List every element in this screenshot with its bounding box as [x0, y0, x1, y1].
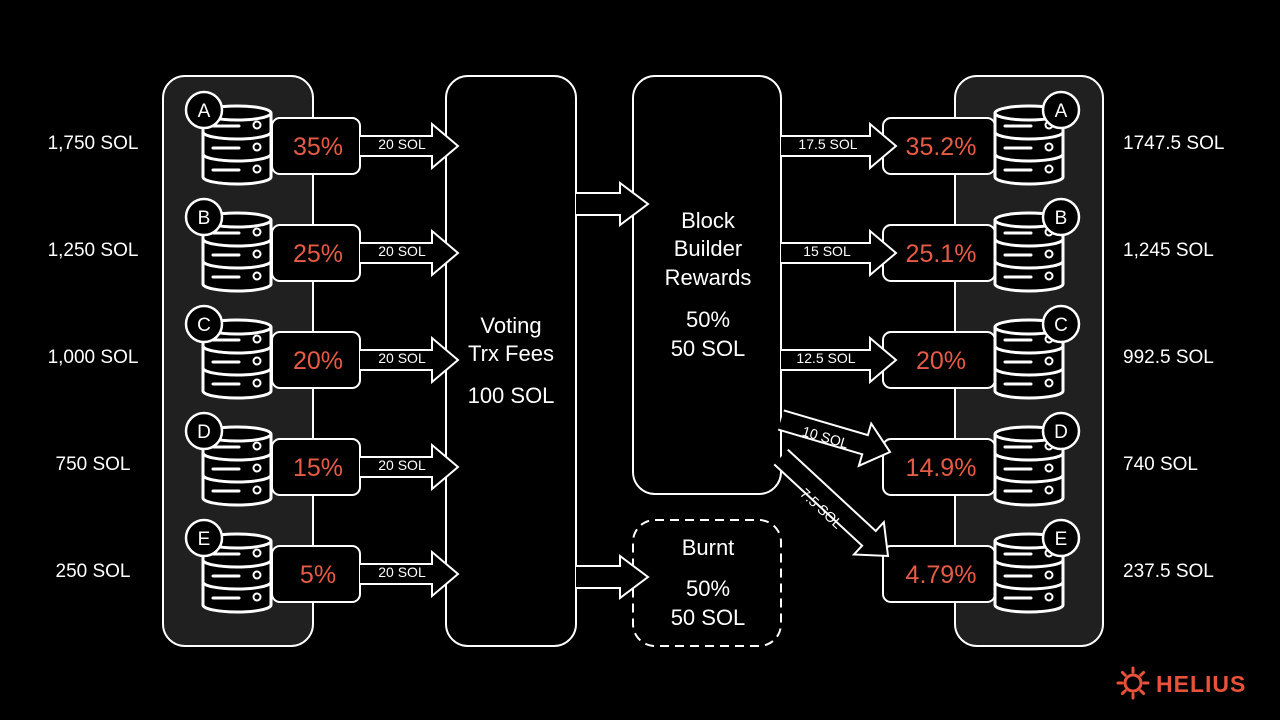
builder-label-line1: Block: [681, 208, 736, 233]
left-fee-arrow-c: [360, 335, 460, 385]
right-percent-b: 25.1%: [906, 240, 977, 268]
builder-share: 50%: [686, 307, 730, 332]
voting-label-line1: Voting: [480, 313, 541, 338]
burnt-amount: 50 SOL: [671, 605, 746, 630]
right-badge-a-letter: A: [1055, 101, 1068, 122]
right-badge-d-letter: D: [1054, 422, 1068, 443]
burnt-box: [632, 519, 782, 647]
left-fee-label-c: 20 SOL: [378, 350, 426, 366]
left-fee-label-d: 20 SOL: [378, 457, 426, 473]
left-badge-d-letter: D: [197, 422, 211, 443]
burnt-share: 50%: [686, 576, 730, 601]
helius-logo-mark-icon: [1116, 666, 1150, 700]
left-stake-b: 1,250 SOL: [48, 240, 139, 261]
right-badge-c-letter: C: [1054, 315, 1068, 336]
right-reward-arrow-d: [777, 409, 892, 468]
left-badge-e: E: [184, 518, 224, 558]
split-arrow-to-burnt: [576, 554, 650, 600]
right-stake-b: 1,245 SOL: [1123, 240, 1214, 261]
left-badge-e-letter: E: [198, 529, 211, 550]
left-badge-a-letter: A: [198, 101, 211, 122]
left-fee-label-e: 20 SOL: [378, 564, 426, 580]
left-badge-c-letter: C: [197, 315, 211, 336]
voting-amount: 100 SOL: [468, 383, 555, 408]
left-fee-arrow-a: [360, 121, 460, 171]
helius-logo: HELIUS: [1116, 666, 1246, 700]
left-server-icon-d: [201, 425, 273, 507]
left-badge-b: B: [184, 197, 224, 237]
left-percent-e: 5%: [300, 561, 336, 589]
right-stake-d: 740 SOL: [1123, 454, 1198, 475]
right-reward-label-c: 12.5 SOL: [796, 350, 855, 366]
builder-label-line2: Builder: [674, 236, 742, 261]
right-stake-e: 237.5 SOL: [1123, 561, 1214, 582]
left-stake-e: 250 SOL: [56, 561, 131, 582]
right-reward-arrow-a: [781, 121, 898, 171]
right-badge-c: C: [1041, 304, 1081, 344]
right-stake-a: 1747.5 SOL: [1123, 133, 1224, 154]
left-badge-c: C: [184, 304, 224, 344]
right-badge-e-letter: E: [1055, 529, 1068, 550]
right-reward-arrow-e: [773, 448, 890, 558]
right-badge-e: E: [1041, 518, 1081, 558]
right-reward-arrow-c: [781, 335, 898, 385]
right-stake-c: 992.5 SOL: [1123, 347, 1214, 368]
right-reward-arrow-b: [781, 228, 898, 278]
right-percent-e: 4.79%: [906, 561, 977, 589]
left-badge-d: D: [184, 411, 224, 451]
left-badge-b-letter: B: [198, 208, 211, 229]
right-percent-a: 35.2%: [906, 133, 977, 161]
left-badge-a: A: [184, 90, 224, 130]
left-percent-c: 20%: [293, 347, 343, 375]
burnt-label: Burnt: [682, 535, 735, 560]
left-fee-arrow-d: [360, 442, 460, 492]
right-badge-b-letter: B: [1055, 208, 1068, 229]
left-stake-c: 1,000 SOL: [48, 347, 139, 368]
right-percent-d: 14.9%: [906, 454, 977, 482]
left-server-icon-a: [201, 104, 273, 186]
voting-label-line2: Trx Fees: [468, 341, 554, 366]
right-percent-c: 20%: [916, 347, 966, 375]
left-fee-label-b: 20 SOL: [378, 243, 426, 259]
left-stake-d: 750 SOL: [56, 454, 131, 475]
split-arrow-to-builder: [576, 181, 650, 227]
block-builder-box: [632, 75, 782, 495]
right-reward-label-b: 15 SOL: [803, 243, 851, 259]
builder-label-line3: Rewards: [665, 265, 752, 290]
left-percent-a: 35%: [293, 133, 343, 161]
builder-amount: 50 SOL: [671, 336, 746, 361]
right-server-icon-d: [993, 425, 1065, 507]
left-fee-arrow-b: [360, 228, 460, 278]
left-percent-d: 15%: [293, 454, 343, 482]
left-fee-arrow-e: [360, 549, 460, 599]
left-fee-label-a: 20 SOL: [378, 136, 426, 152]
right-reward-label-a: 17.5 SOL: [798, 136, 857, 152]
right-badge-d: D: [1041, 411, 1081, 451]
left-percent-b: 25%: [293, 240, 343, 268]
right-badge-a: A: [1041, 90, 1081, 130]
left-stake-a: 1,750 SOL: [48, 133, 139, 154]
right-badge-b: B: [1041, 197, 1081, 237]
helius-logo-text: HELIUS: [1156, 671, 1246, 697]
